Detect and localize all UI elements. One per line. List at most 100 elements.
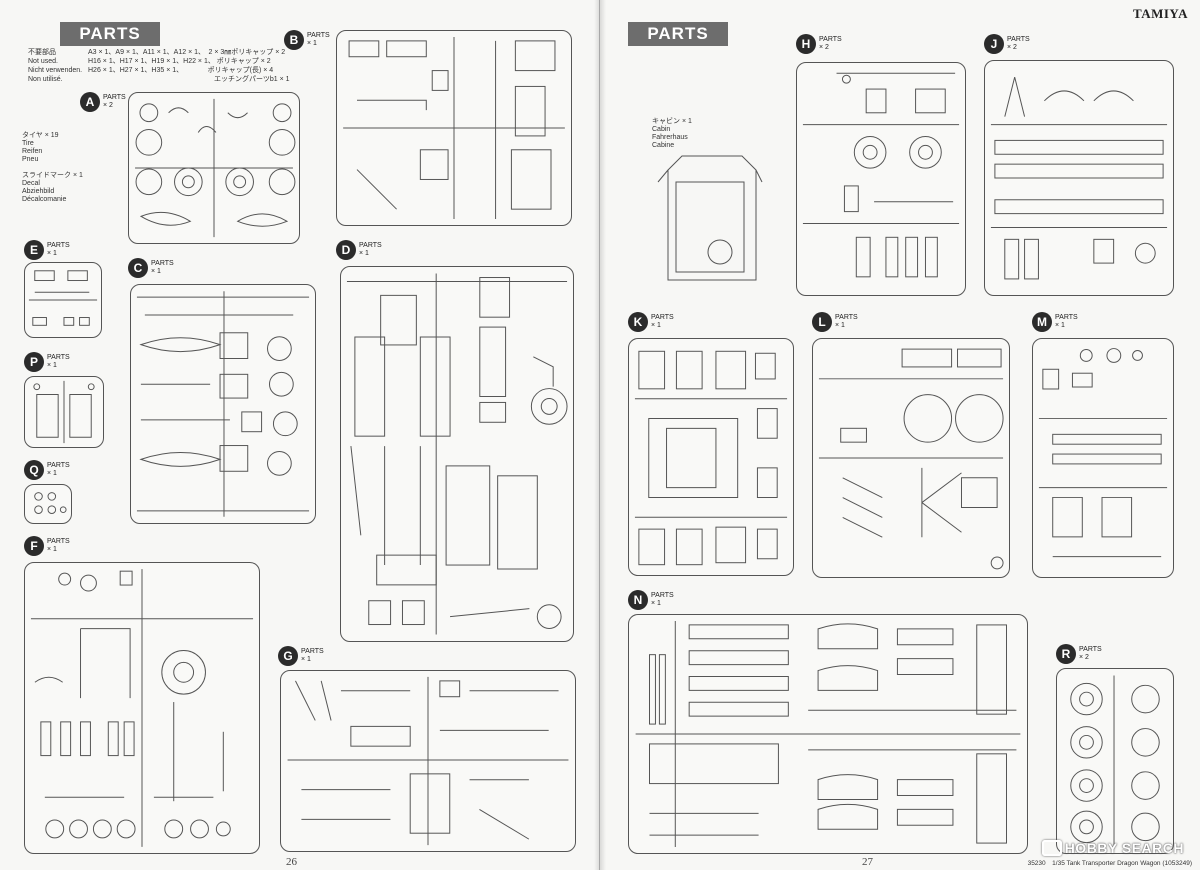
left-page: PARTS 不要部品 Not used. Nicht verwenden. No… bbox=[0, 0, 600, 870]
sprue-badge-c: C bbox=[128, 258, 148, 278]
sprue-qty: × 1 bbox=[651, 600, 661, 607]
sprue-m-drawing bbox=[1038, 348, 1168, 558]
sprue-frame-d bbox=[340, 266, 574, 642]
sprue-label-a: A PARTS× 2 bbox=[80, 92, 126, 112]
sprue-frame-n bbox=[628, 614, 1028, 854]
sprue-qty: × 1 bbox=[47, 362, 57, 369]
sprue-parts-text: PARTS bbox=[151, 260, 174, 267]
not-used-label-de: Nicht verwenden. bbox=[28, 67, 83, 74]
sprue-badge-j: J bbox=[984, 34, 1004, 54]
sprue-label-g: G PARTS× 1 bbox=[278, 646, 324, 666]
sprue-label-r: R PARTS× 2 bbox=[1056, 644, 1102, 664]
sprue-h-drawing bbox=[802, 72, 960, 278]
cabin-note-line: キャビン × 1 bbox=[652, 118, 692, 125]
sprue-badge-p: P bbox=[24, 352, 44, 372]
sprue-a-drawing bbox=[135, 98, 296, 238]
sprue-e-drawing bbox=[28, 270, 98, 326]
sprue-qty: × 2 bbox=[103, 102, 113, 109]
sprue-parts-text: PARTS bbox=[103, 94, 126, 101]
tire-note: タイヤ × 19 Tire Reifen Pneu bbox=[22, 132, 59, 164]
sprue-qty: × 1 bbox=[359, 250, 369, 257]
sprue-qty: × 1 bbox=[47, 546, 57, 553]
sprue-qty: × 1 bbox=[47, 250, 57, 257]
sprue-parts-text: PARTS bbox=[47, 242, 70, 249]
sprue-l-drawing bbox=[818, 348, 1004, 570]
watermark-logo-icon bbox=[1041, 840, 1062, 856]
not-used-list: 不要部品 Not used. Nicht verwenden. Non util… bbox=[28, 48, 318, 88]
sprue-parts-text: PARTS bbox=[47, 462, 70, 469]
sprue-qty: × 1 bbox=[307, 40, 317, 47]
sprue-parts-text: PARTS bbox=[301, 648, 324, 655]
cabin-note: キャビン × 1 Cabin Fahrerhaus Cabine bbox=[652, 118, 692, 150]
sprue-parts-text: PARTS bbox=[1007, 36, 1030, 43]
sprue-qty: × 2 bbox=[819, 44, 829, 51]
sprue-qty: × 1 bbox=[835, 322, 845, 329]
sprue-parts-text: PARTS bbox=[835, 314, 858, 321]
parts-header-right: PARTS bbox=[628, 22, 728, 46]
parts-header-left: PARTS bbox=[60, 22, 160, 46]
sprue-parts-text: PARTS bbox=[819, 36, 842, 43]
sprue-label-n: N PARTS× 1 bbox=[628, 590, 674, 610]
sprue-frame-e bbox=[24, 262, 102, 338]
sprue-c-drawing bbox=[136, 291, 310, 517]
sprue-label-f: F PARTS× 1 bbox=[24, 536, 70, 556]
decal-note-line: Abziehbild bbox=[22, 188, 55, 195]
sprue-g-drawing bbox=[287, 676, 569, 846]
sprue-frame-f bbox=[24, 562, 260, 854]
page-number-right: 27 bbox=[862, 856, 873, 868]
sprue-b-drawing bbox=[343, 36, 565, 220]
not-used-line: A3 × 1、A9 × 1、A11 × 1、A12 × 1、 2 × 3㎜ポリキ… bbox=[88, 49, 286, 56]
not-used-line: H16 × 1、H17 × 1、H19 × 1、H22 × 1、 ポリキャップ … bbox=[88, 58, 271, 65]
sprue-qty: × 2 bbox=[1007, 44, 1017, 51]
sprue-parts-text: PARTS bbox=[359, 242, 382, 249]
sprue-parts-text: PARTS bbox=[1055, 314, 1078, 321]
sprue-q-drawing bbox=[34, 492, 67, 514]
sprue-qty: × 1 bbox=[1055, 322, 1065, 329]
sprue-label-h: H PARTS× 2 bbox=[796, 34, 842, 54]
sprue-badge-h: H bbox=[796, 34, 816, 54]
watermark-text: HOBBY SEARCH bbox=[1064, 840, 1184, 856]
sprue-frame-m bbox=[1032, 338, 1174, 578]
sprue-label-q: Q PARTS× 1 bbox=[24, 460, 70, 480]
sprue-frame-k bbox=[628, 338, 794, 576]
sprue-frame-g bbox=[280, 670, 576, 852]
sprue-label-p: P PARTS× 1 bbox=[24, 352, 70, 372]
sprue-j-drawing bbox=[990, 76, 1168, 280]
sprue-parts-text: PARTS bbox=[307, 32, 330, 39]
sprue-frame-a bbox=[128, 92, 300, 244]
sprue-badge-f: F bbox=[24, 536, 44, 556]
sprue-badge-r: R bbox=[1056, 644, 1076, 664]
sprue-frame-h bbox=[796, 62, 966, 296]
sprue-label-c: C PARTS× 1 bbox=[128, 258, 174, 278]
decal-note-line: スライドマーク × 1 bbox=[22, 172, 83, 179]
sprue-badge-k: K bbox=[628, 312, 648, 332]
cabin-note-line: Cabin bbox=[652, 126, 671, 133]
cabin-note-line: Fahrerhaus bbox=[652, 134, 688, 141]
sprue-parts-text: PARTS bbox=[651, 314, 674, 321]
brand-logo: TAMIYA bbox=[1132, 6, 1188, 21]
sprue-qty: × 1 bbox=[151, 268, 161, 275]
sprue-label-k: K PARTS× 1 bbox=[628, 312, 674, 332]
watermark: HOBBY SEARCH bbox=[1041, 840, 1184, 856]
cabin-drawing bbox=[650, 142, 770, 288]
sprue-parts-text: PARTS bbox=[47, 354, 70, 361]
sprue-qty: × 1 bbox=[47, 470, 57, 477]
not-used-line: エッチングパーツb1 × 1 bbox=[88, 76, 290, 83]
sprue-frame-p bbox=[24, 376, 104, 448]
sprue-badge-q: Q bbox=[24, 460, 44, 480]
sprue-n-drawing bbox=[635, 620, 1021, 848]
not-used-label-fr: Non utilisé. bbox=[28, 76, 63, 83]
sprue-parts-text: PARTS bbox=[1079, 646, 1102, 653]
sprue-badge-n: N bbox=[628, 590, 648, 610]
decal-note-line: Decal bbox=[22, 180, 40, 187]
not-used-label-en: Not used. bbox=[28, 58, 58, 65]
page-number-left: 26 bbox=[286, 856, 297, 868]
sprue-k-drawing bbox=[634, 350, 788, 566]
sprue-label-l: L PARTS× 1 bbox=[812, 312, 858, 332]
tire-note-line: Reifen bbox=[22, 148, 43, 155]
sprue-frame-j bbox=[984, 60, 1174, 296]
not-used-label-ja: 不要部品 bbox=[28, 49, 56, 56]
decal-note: スライドマーク × 1 Decal Abziehbild Décalcomani… bbox=[22, 172, 83, 204]
sprue-badge-l: L bbox=[812, 312, 832, 332]
